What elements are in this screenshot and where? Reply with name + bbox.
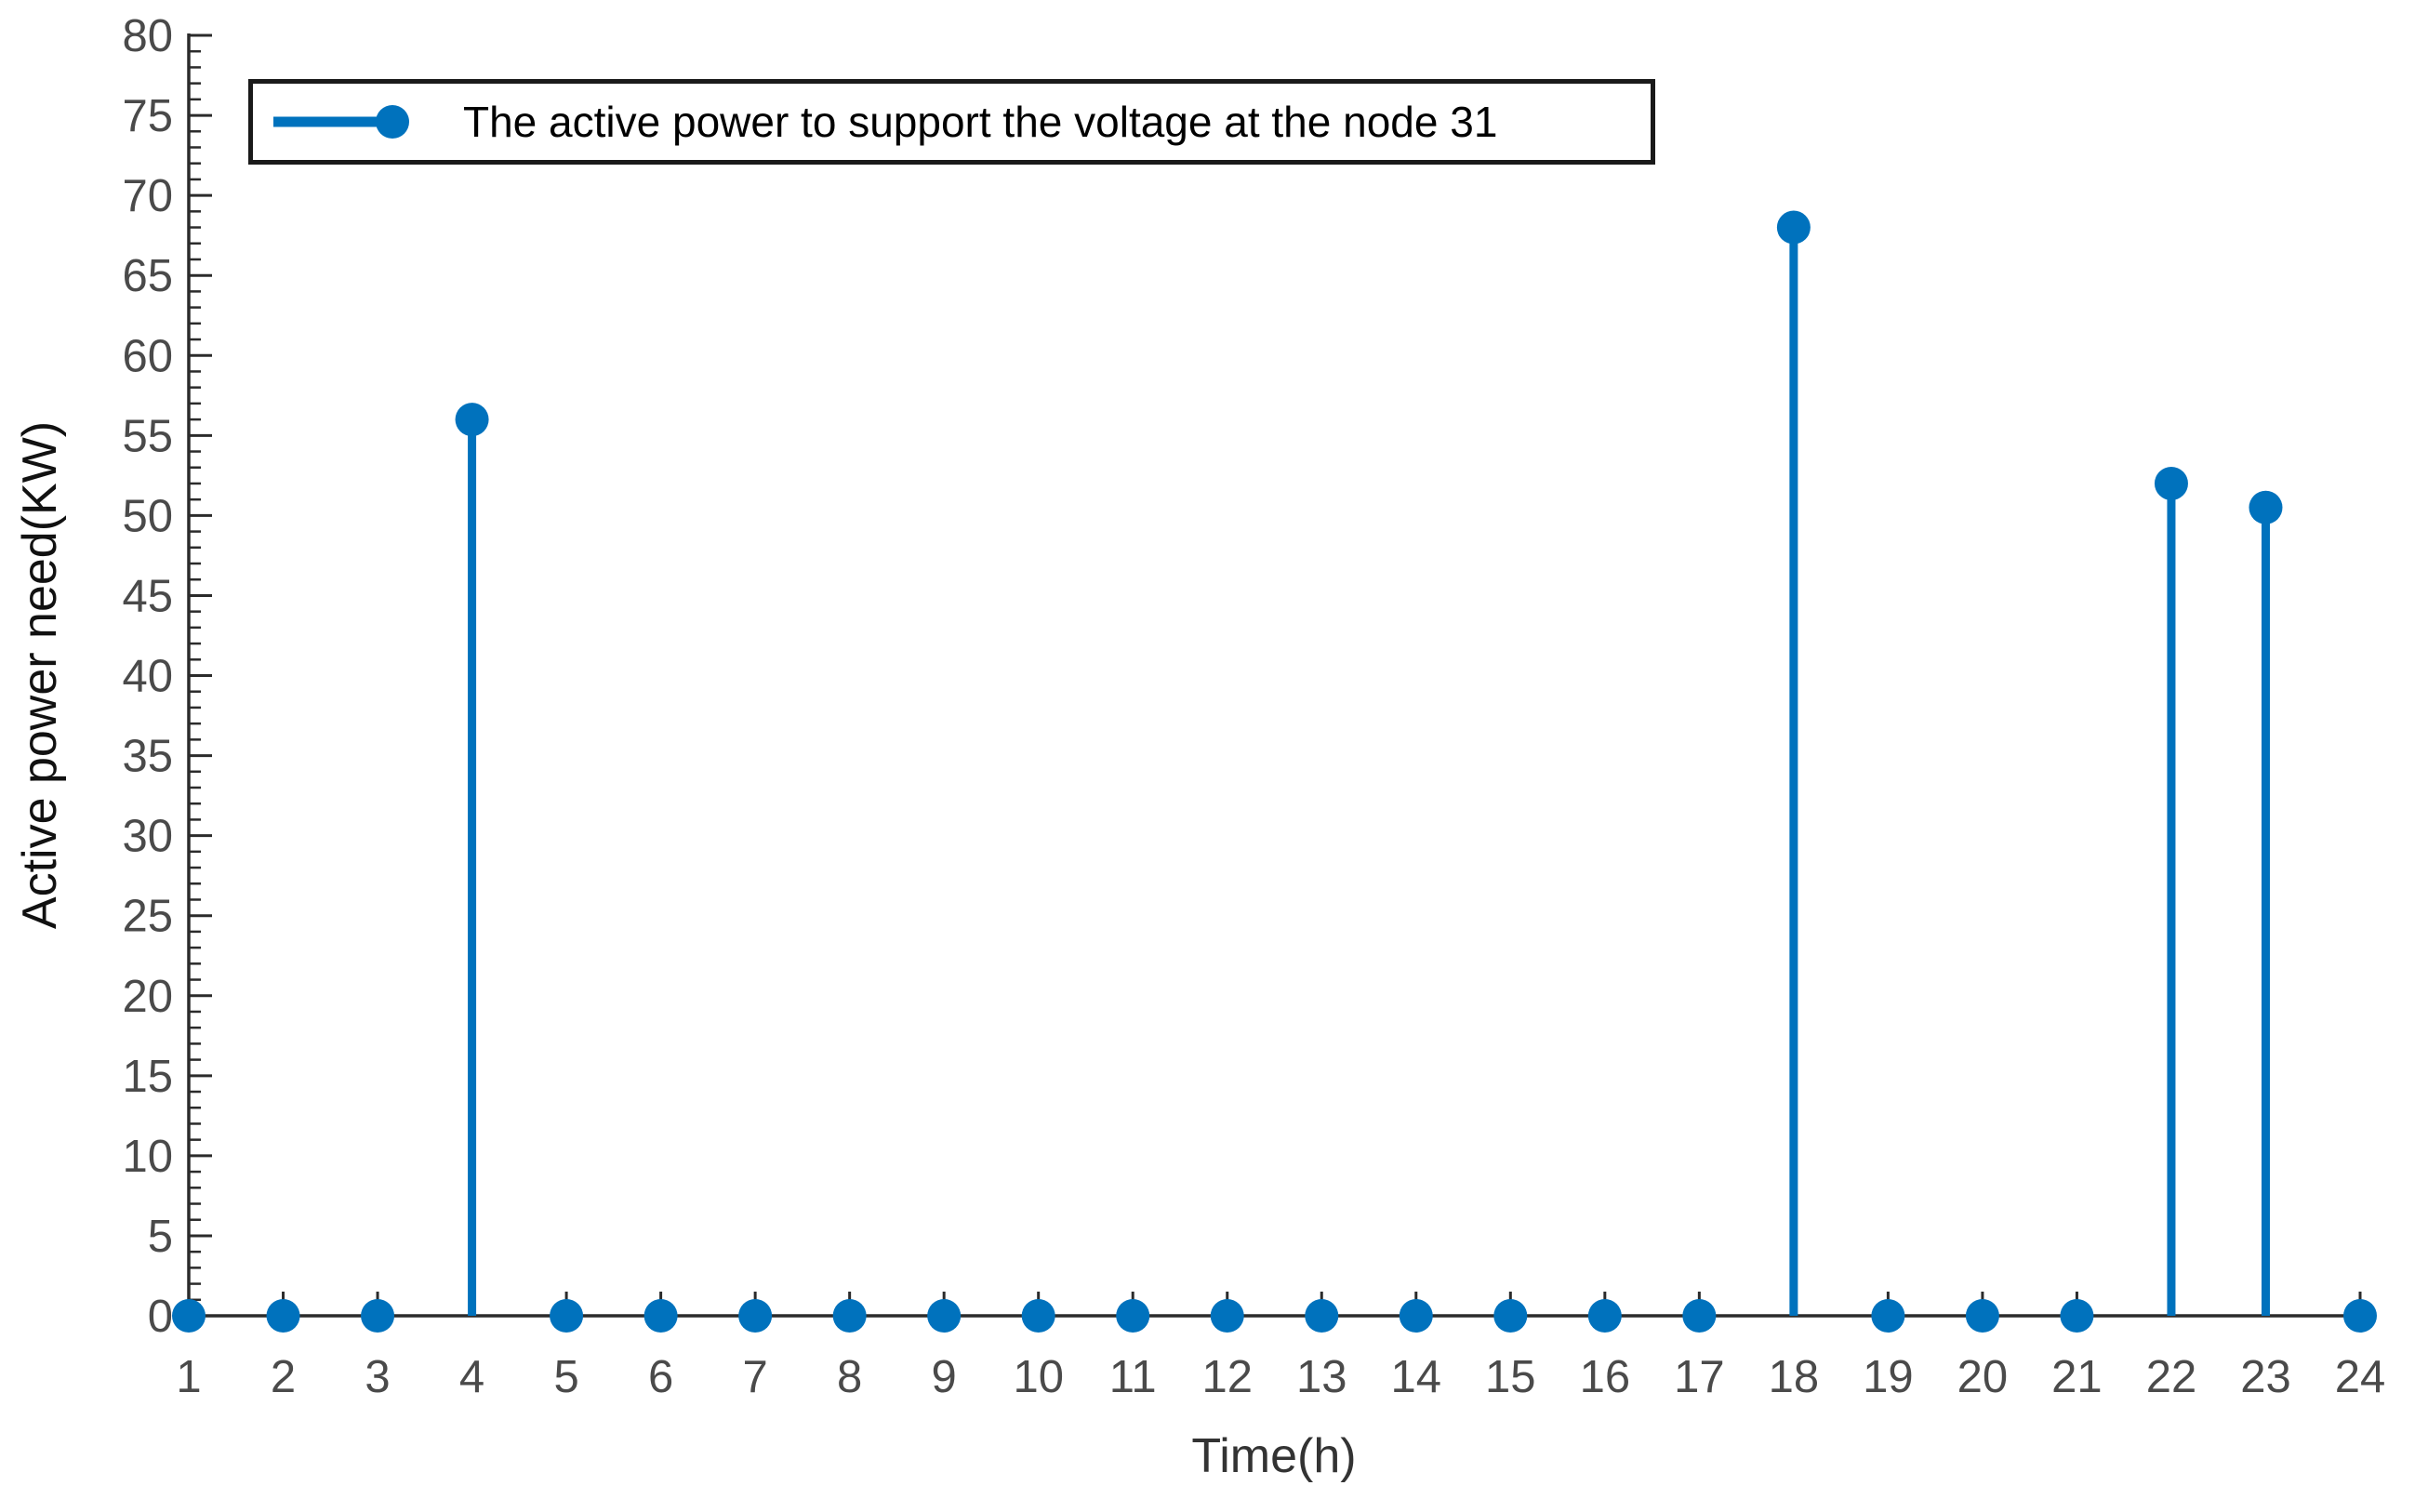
stem-marker xyxy=(1682,1299,1717,1333)
x-tick-label: 5 xyxy=(553,1352,578,1402)
stem-marker xyxy=(2249,490,2283,524)
y-tick-label: 75 xyxy=(122,91,173,141)
stem-marker xyxy=(2343,1299,2377,1333)
x-tick-label: 23 xyxy=(2240,1352,2291,1402)
legend-marker-sample xyxy=(376,105,409,139)
y-tick-label: 0 xyxy=(148,1292,173,1342)
stem-marker xyxy=(550,1299,584,1333)
y-tick-label: 55 xyxy=(122,411,173,461)
y-tick-label: 35 xyxy=(122,732,173,782)
stem-marker xyxy=(1399,1299,1433,1333)
x-tick-label: 11 xyxy=(1109,1352,1157,1402)
stem-marker xyxy=(1210,1299,1244,1333)
stem-marker xyxy=(738,1299,773,1333)
y-axis-label: Active power need(KW) xyxy=(13,420,67,930)
x-tick-label: 19 xyxy=(1863,1352,1914,1402)
stem-marker xyxy=(1116,1299,1150,1333)
x-tick-label: 15 xyxy=(1485,1352,1536,1402)
x-tick-label: 14 xyxy=(1391,1352,1442,1402)
y-tick-label: 15 xyxy=(122,1052,173,1102)
stem-marker xyxy=(2060,1299,2094,1333)
stem-marker xyxy=(927,1299,962,1333)
y-tick-label: 20 xyxy=(122,972,173,1022)
stem-marker xyxy=(832,1299,867,1333)
y-tick-label: 70 xyxy=(122,171,173,221)
y-tick-label: 30 xyxy=(122,812,173,862)
y-tick-label: 65 xyxy=(122,251,173,301)
x-tick-label: 13 xyxy=(1296,1352,1347,1402)
x-tick-label: 9 xyxy=(932,1352,957,1402)
legend: The active power to support the voltage … xyxy=(248,79,1655,165)
x-tick-label: 10 xyxy=(1013,1352,1064,1402)
stem-marker xyxy=(266,1299,300,1333)
stem-marker xyxy=(1965,1299,1999,1333)
x-tick-label: 3 xyxy=(365,1352,390,1402)
y-tick-label: 60 xyxy=(122,331,173,381)
stem-marker xyxy=(1493,1299,1528,1333)
y-tick-label: 40 xyxy=(122,652,173,702)
stem-marker xyxy=(1871,1299,1905,1333)
stem-marker xyxy=(2154,466,2188,500)
x-tick-label: 21 xyxy=(2051,1352,2103,1402)
stem-marker xyxy=(643,1299,678,1333)
stem-marker xyxy=(361,1299,395,1333)
stem-marker xyxy=(1587,1299,1622,1333)
legend-label: The active power to support the voltage … xyxy=(463,98,1498,146)
x-axis-label: Time(h) xyxy=(1191,1429,1357,1483)
x-tick-label: 12 xyxy=(1201,1352,1253,1402)
x-tick-label: 24 xyxy=(2335,1352,2386,1402)
x-tick-label: 7 xyxy=(742,1352,767,1402)
y-tick-label: 50 xyxy=(122,491,173,541)
x-tick-label: 20 xyxy=(1957,1352,2009,1402)
y-tick-label: 10 xyxy=(122,1132,173,1182)
stem-marker xyxy=(1305,1299,1339,1333)
x-tick-label: 8 xyxy=(837,1352,862,1402)
stem-marker xyxy=(1776,210,1811,245)
x-tick-label: 4 xyxy=(459,1352,484,1402)
x-tick-label: 16 xyxy=(1580,1352,1631,1402)
stem-marker xyxy=(172,1299,206,1333)
y-tick-label: 45 xyxy=(122,571,173,621)
stem-sample-icon xyxy=(273,105,409,139)
x-tick-label: 17 xyxy=(1674,1352,1725,1402)
x-tick-label: 18 xyxy=(1769,1352,1820,1402)
y-tick-label: 25 xyxy=(122,892,173,942)
x-tick-label: 2 xyxy=(271,1352,296,1402)
stem-marker xyxy=(455,403,489,437)
x-tick-label: 6 xyxy=(648,1352,673,1402)
x-tick-label: 1 xyxy=(176,1352,201,1402)
x-tick-label: 22 xyxy=(2146,1352,2197,1402)
stem-marker xyxy=(1021,1299,1055,1333)
y-tick-label: 5 xyxy=(148,1212,173,1262)
y-tick-label: 80 xyxy=(122,11,173,61)
